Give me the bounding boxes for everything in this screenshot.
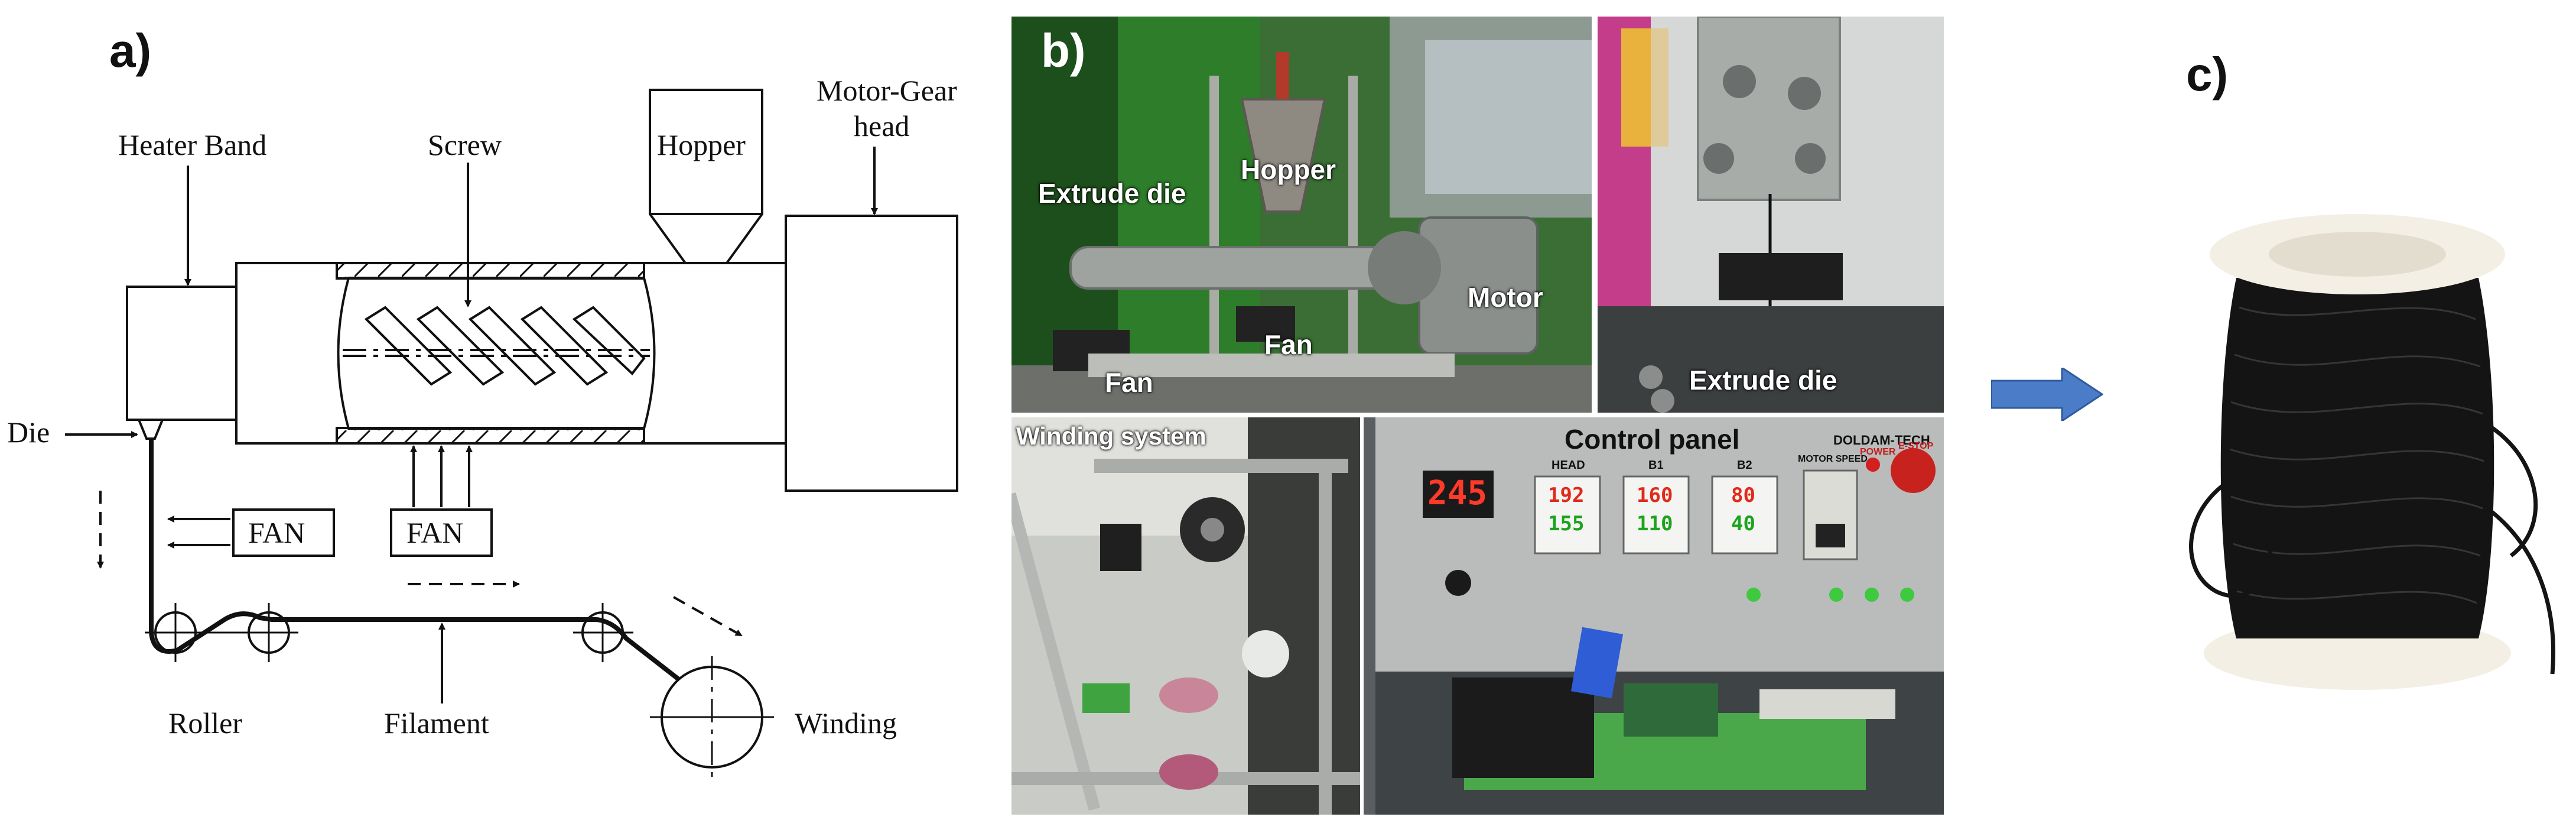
label-control-panel: Control panel bbox=[1565, 424, 1740, 455]
label-estop: E-STOP bbox=[1898, 441, 1934, 451]
label-fan-photo-2: Fan bbox=[1105, 367, 1153, 398]
photo-machine-overview: Extrude die Hopper Motor Fan Fan bbox=[1011, 17, 1592, 413]
fan-box-center bbox=[390, 508, 493, 557]
extruder-schematic: Heater Band Screw Hopper Motor-Gear head… bbox=[7, 74, 958, 780]
barrel bbox=[235, 262, 787, 445]
readout-b2-top: 80 bbox=[1731, 484, 1755, 507]
label-screw: Screw bbox=[428, 128, 502, 161]
hopper-box bbox=[649, 89, 763, 215]
readout-b1-bottom: 110 bbox=[1637, 512, 1673, 536]
heater-band-block bbox=[126, 286, 238, 421]
panel-b-letter: b) bbox=[1041, 24, 1086, 77]
label-die: Die bbox=[7, 416, 50, 449]
label-winding: Winding bbox=[795, 706, 897, 740]
screw-chamber bbox=[337, 277, 656, 430]
label-roller: Roller bbox=[168, 706, 242, 740]
photo-extrude-die-closeup: Extrude die bbox=[1598, 17, 1944, 413]
label-hopper: Hopper bbox=[657, 128, 746, 161]
screw-flights bbox=[364, 306, 646, 386]
readout-b1-top: 160 bbox=[1637, 484, 1673, 507]
readout-b2-bottom: 40 bbox=[1731, 512, 1755, 536]
panel-a-letter: a) bbox=[109, 24, 152, 77]
transition-arrow-icon bbox=[1991, 368, 2103, 421]
photo-control-panel: Control panel DOLDAM-TECH 245 HEAD B1 B2… bbox=[1364, 417, 1944, 815]
label-fan-photo-1: Fan bbox=[1264, 329, 1313, 360]
label-motor-speed: MOTOR SPEED bbox=[1798, 454, 1868, 464]
photo-winding-system: Winding system bbox=[1011, 417, 1360, 815]
label-b2: B2 bbox=[1737, 459, 1752, 472]
label-head: HEAD bbox=[1552, 459, 1585, 472]
filament-path bbox=[149, 439, 681, 682]
label-hopper-photo: Hopper bbox=[1241, 154, 1336, 185]
label-brand: DOLDAM-TECH bbox=[1833, 433, 1930, 448]
readout-head-bottom: 155 bbox=[1548, 512, 1585, 536]
label-extrude-die-2: Extrude die bbox=[1689, 365, 1837, 395]
label-fan-center: FAN bbox=[406, 516, 463, 549]
label-winding-system: Winding system bbox=[1016, 422, 1206, 450]
panel-c-letter: c) bbox=[2186, 48, 2229, 100]
label-filament: Filament bbox=[384, 706, 489, 740]
label-fan-left: FAN bbox=[248, 516, 305, 549]
label-b1: B1 bbox=[1648, 459, 1664, 472]
label-motor: Motor bbox=[1468, 282, 1543, 313]
label-power: POWER bbox=[1860, 447, 1896, 457]
label-motor-gear-line1: Motor-Gear bbox=[817, 74, 957, 107]
label-heater-band: Heater Band bbox=[118, 128, 266, 161]
die-nozzle bbox=[137, 419, 164, 440]
label-motor-gear-line2: head bbox=[854, 109, 909, 142]
readout-head-top: 192 bbox=[1548, 484, 1585, 507]
timer-display: 245 bbox=[1427, 474, 1488, 513]
filament-spool-photo bbox=[2189, 214, 2556, 690]
motor-gear-head-box bbox=[785, 215, 958, 492]
label-extrude-die: Extrude die bbox=[1038, 178, 1186, 209]
fan-box-left bbox=[232, 508, 335, 557]
